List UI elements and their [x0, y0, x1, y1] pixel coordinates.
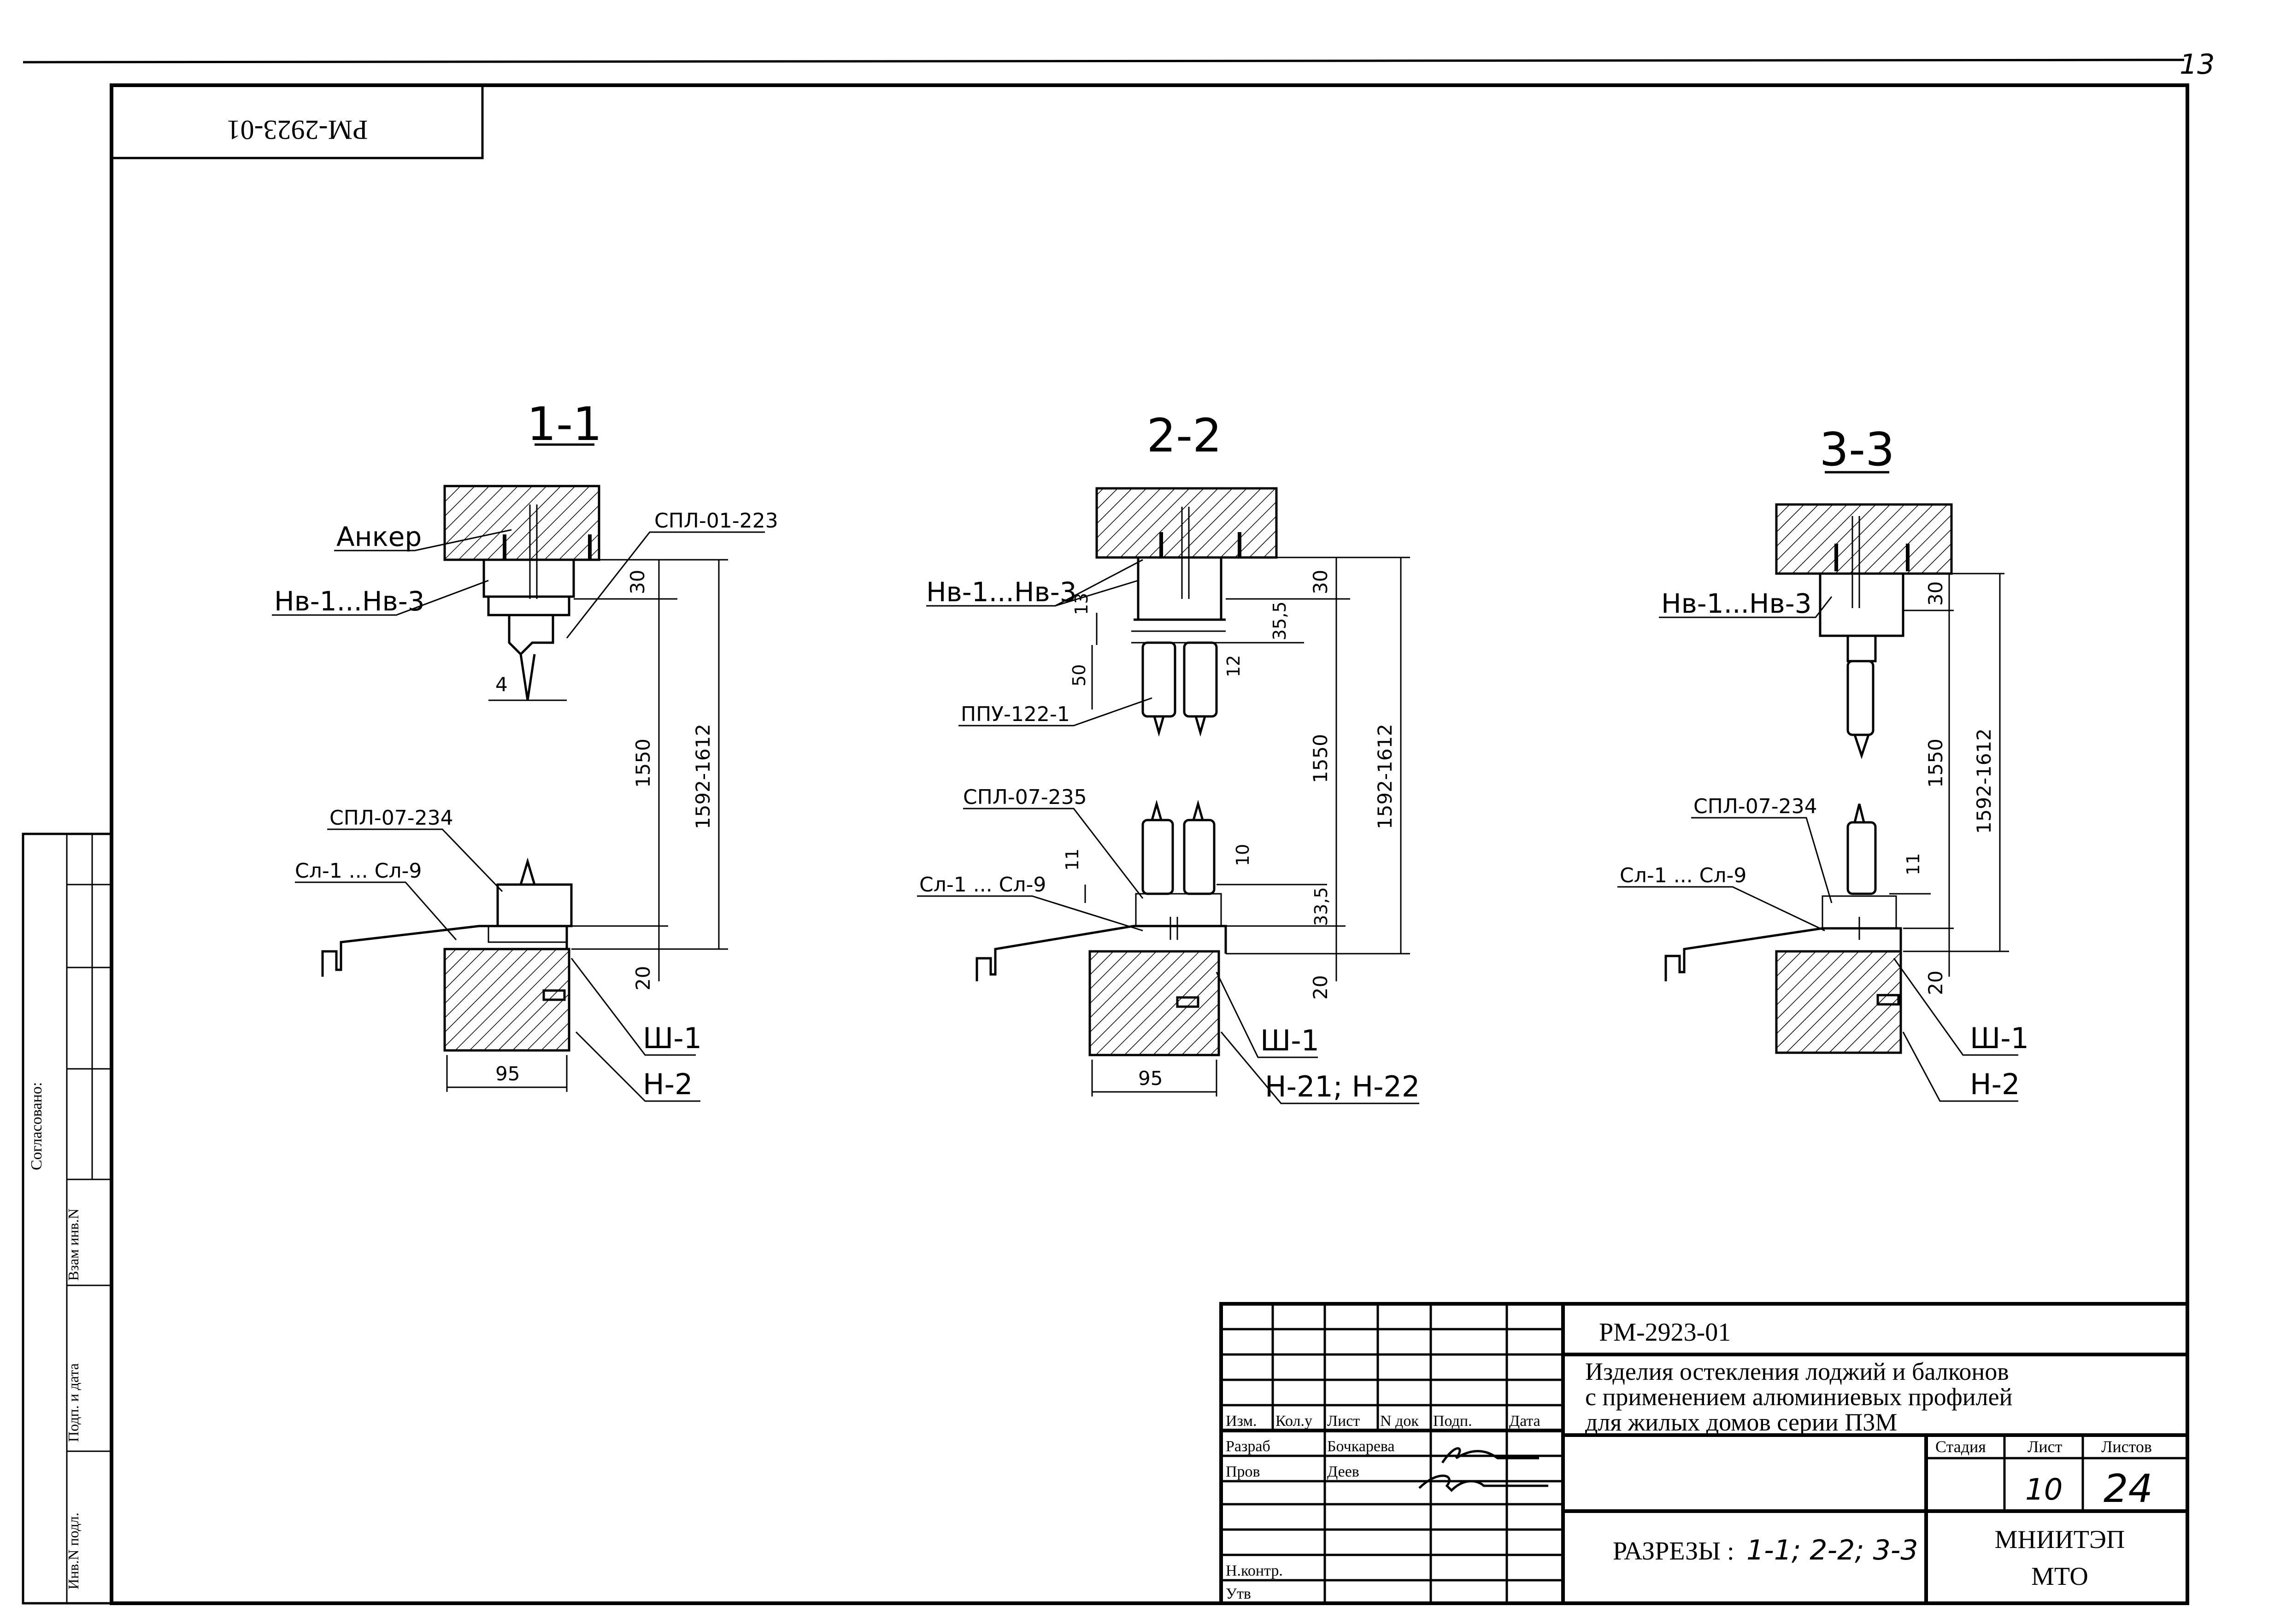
dim-s3-1592-1612: 1592-1612: [1973, 728, 1995, 834]
col-header-data: Дата: [1509, 1413, 1540, 1430]
label-n-2-s1: Н-2: [643, 1067, 693, 1101]
side-panel: [22, 833, 113, 1605]
dim-s3-11: 11: [1903, 853, 1923, 875]
label-sl-s3: Сл-1 ... Сл-9: [1620, 864, 1746, 887]
dim-s2-1550: 1550: [1309, 734, 1332, 783]
sheets-label: Листов: [2101, 1437, 2152, 1456]
label-nv-1-1: Нв-1...Нв-3: [274, 586, 425, 617]
dim-s1-30: 30: [626, 570, 649, 594]
dim-s1-95: 95: [495, 1062, 520, 1085]
dim-s1-1550: 1550: [632, 739, 654, 788]
replaced-inv-label: Взам инв.N: [65, 1208, 82, 1281]
label-sh-1-s2: Ш-1: [1260, 1024, 1319, 1057]
section-1-1: [272, 443, 765, 1102]
label-n-21-22: Н-21; Н-22: [1265, 1070, 1420, 1103]
label-spl-07-234-s1: СПЛ-07-234: [329, 806, 453, 830]
agreed-label: Согласовано:: [28, 1082, 45, 1170]
dim-s2-12: 12: [1223, 655, 1244, 677]
orig-inv-label: Инв.N подл.: [65, 1513, 82, 1589]
signature-razrab: [1441, 1447, 1539, 1464]
label-spl-07-235: СПЛ-07-235: [963, 786, 1087, 809]
corner-sheet-number: 13: [2180, 48, 2215, 81]
title-block-grid: [1219, 1302, 2189, 1605]
dim-s2-35-5: 35,5: [1269, 601, 1290, 640]
dim-s1-20: 20: [632, 966, 654, 991]
dim-s1-1592-1612: 1592-1612: [692, 724, 714, 829]
dim-s2-11: 11: [1062, 849, 1082, 871]
section-3-3: [1617, 471, 2018, 1102]
description-line-3: для жилых домов серии П3М: [1585, 1408, 1897, 1436]
top-stamp-code: РМ-2923-01: [227, 115, 368, 145]
label-spl-01-223: СПЛ-01-223: [654, 509, 778, 533]
label-sh-1-s3: Ш-1: [1970, 1021, 2029, 1055]
col-header-kolu: Кол.у: [1275, 1413, 1312, 1430]
role-nkontr: Н.контр.: [1226, 1562, 1283, 1579]
dim-s2-30: 30: [1309, 570, 1332, 594]
org-line-2: МТО: [2031, 1562, 2088, 1591]
dim-s2-1592-1612: 1592-1612: [1374, 724, 1396, 829]
label-nv-s2: Нв-1...Нв-3: [926, 576, 1077, 608]
dim-s3-1550: 1550: [1924, 739, 1947, 788]
dim-s3-30: 30: [1924, 581, 1947, 606]
dim-s2-95: 95: [1138, 1067, 1163, 1090]
section-2-2: [917, 487, 1419, 1104]
name-prov: Деев: [1327, 1463, 1359, 1480]
label-sl-s2: Сл-1 ... Сл-9: [919, 873, 1046, 897]
sheets-value: 24: [2104, 1466, 2153, 1511]
stage-label: Стадия: [1935, 1437, 1986, 1456]
dim-s2-33-5: 33,5: [1311, 887, 1331, 926]
wall-block: [1088, 950, 1220, 1056]
dim-s3-20: 20: [1924, 971, 1947, 995]
org-line-1: МНИИТЭП: [1995, 1525, 2125, 1554]
role-utv: Утв: [1226, 1585, 1251, 1602]
label-ppu-122-1: ППУ-122-1: [961, 703, 1070, 726]
col-header-izm: Изм.: [1226, 1413, 1257, 1430]
dim-s2-13: 13: [1071, 593, 1092, 615]
col-header-ndok: N док: [1380, 1413, 1419, 1430]
doc-code: РМ-2923-01: [1599, 1318, 1731, 1347]
col-header-podp: Подп.: [1433, 1413, 1472, 1430]
sheet-label: Лист: [2028, 1437, 2063, 1456]
label-anchor: Анкер: [336, 521, 422, 552]
section-1-1-title: 1-1: [527, 397, 602, 451]
sheet-value: 10: [2025, 1473, 2063, 1507]
wall-block: [1775, 950, 1902, 1054]
ceiling-slab: [1775, 503, 1953, 575]
label-spl-07-234-s3: СПЛ-07-234: [1693, 795, 1817, 818]
dim-s2-10: 10: [1233, 844, 1253, 866]
ceiling-slab: [1095, 487, 1278, 559]
sign-date-label: Подп. и дата: [65, 1363, 82, 1442]
section-2-2-title: 2-2: [1146, 409, 1222, 463]
dim-s2-50: 50: [1069, 664, 1089, 686]
label-n-2-s3: Н-2: [1970, 1067, 2020, 1101]
dim-s2-20: 20: [1309, 975, 1332, 1000]
role-razrab: Разраб: [1226, 1438, 1270, 1455]
description-line-1: Изделия остекления лоджий и балконов: [1585, 1358, 2009, 1385]
top-stamp-box: [110, 84, 484, 159]
ceiling-slab: [443, 485, 600, 561]
description-line-2: с применением алюминиевых профилей: [1585, 1383, 2012, 1411]
label-sh-1-s1: Ш-1: [643, 1021, 702, 1055]
drawing-title-sections: 1-1; 2-2; 3-3: [1746, 1534, 1918, 1566]
signature-prov: [1418, 1474, 1548, 1492]
drawing-title-prefix: РАЗРЕЗЫ :: [1613, 1537, 1734, 1565]
role-prov: Пров: [1226, 1463, 1260, 1480]
name-razrab: Бочкарева: [1327, 1438, 1395, 1455]
dim-s1-4: 4: [495, 673, 508, 696]
section-3-3-title: 3-3: [1819, 422, 1894, 476]
col-header-list: Лист: [1327, 1413, 1360, 1430]
label-sl-s1: Сл-1 ... Сл-9: [295, 859, 422, 883]
label-nv-s3: Нв-1...Нв-3: [1661, 588, 1812, 619]
